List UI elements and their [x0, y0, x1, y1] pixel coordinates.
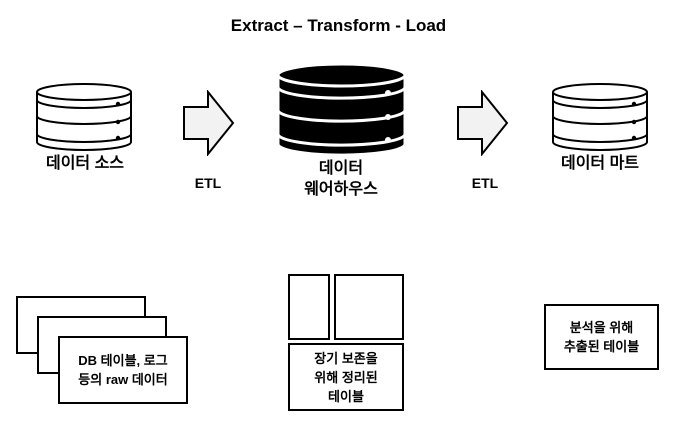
data-mart-database-icon [552, 83, 648, 151]
data-source-label: 데이터 소스 [45, 155, 125, 172]
data-warehouse-label-line1: 데이터 [318, 160, 364, 177]
mart-description-line1: 분석을 위해 [569, 320, 634, 335]
data-warehouse-database-icon [276, 62, 407, 157]
etl-label-1: ETL [194, 175, 222, 191]
etl-arrow-2-icon [457, 90, 509, 156]
warehouse-table-description-box: 장기 보존을 위해 정리된 테이블 [288, 343, 404, 411]
warehouse-description-line1: 장기 보존을 [314, 350, 378, 366]
warehouse-description-line3: 테이블 [328, 388, 364, 404]
source-description-line2: 등의 raw 데이터 [78, 372, 168, 387]
source-description-line1: DB 테이블, 로그 [78, 353, 168, 368]
mart-table-description-box: 분석을 위해 추출된 테이블 [544, 304, 659, 370]
warehouse-description-line2: 위해 정리된 [314, 369, 378, 385]
data-warehouse-label-line2: 웨어하우스 [304, 181, 378, 198]
data-mart-label: 데이터 마트 [560, 155, 640, 172]
mart-description-line2: 추출된 테이블 [563, 339, 640, 354]
data-source-database-icon [36, 83, 132, 151]
warehouse-table-left [288, 274, 330, 340]
raw-data-document-front: DB 테이블, 로그 등의 raw 데이터 [58, 336, 188, 404]
warehouse-table-right [334, 274, 404, 340]
etl-arrow-1-icon [183, 90, 235, 156]
etl-label-2: ETL [471, 175, 499, 191]
diagram-title: Extract – Transform - Load [230, 16, 447, 35]
data-warehouse-label: 데이터 웨어하우스 [271, 158, 411, 200]
